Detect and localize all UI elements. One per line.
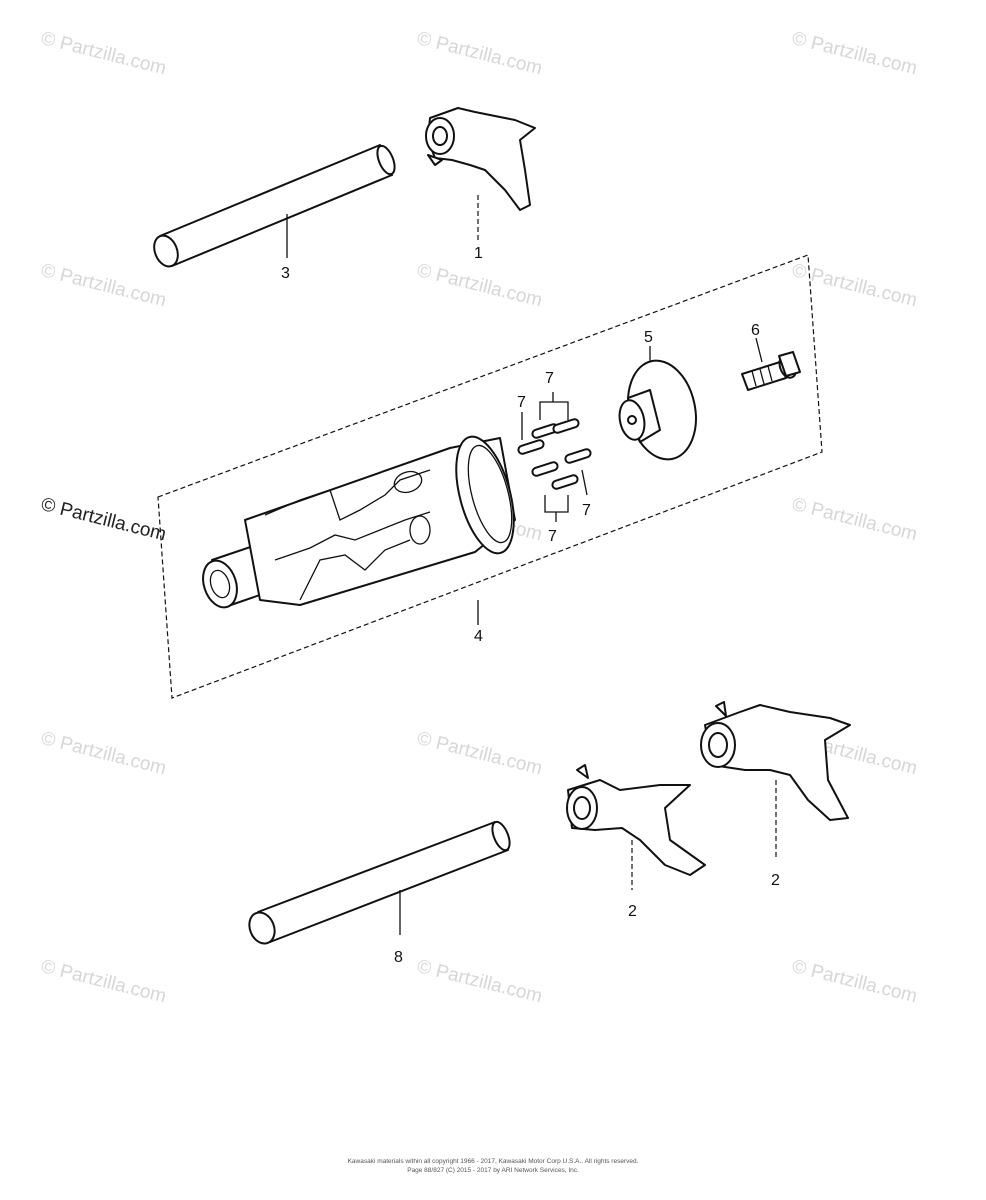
copyright-line-2: Page 88/827 (C) 2015 - 2017 by ARI Netwo… xyxy=(407,1167,579,1174)
shift-rod-top[interactable] xyxy=(150,143,398,269)
callout-4: 4 xyxy=(474,628,483,645)
callout-7d: 7 xyxy=(548,528,557,545)
callout-7c: 7 xyxy=(582,502,591,519)
callout-5: 5 xyxy=(644,329,653,346)
bracket-7-top xyxy=(539,401,569,420)
bolt[interactable] xyxy=(741,351,801,391)
copyright-line: Kawasaki materials within all copyright … xyxy=(347,1158,639,1165)
leader-line-7c xyxy=(581,469,588,496)
leader-line-6 xyxy=(755,337,763,363)
callout-7a: 7 xyxy=(545,370,554,387)
bracket-7-bottom xyxy=(544,495,569,513)
drum-pins[interactable] xyxy=(517,418,592,490)
callout-7b: 7 xyxy=(517,394,526,411)
shift-fork-top[interactable] xyxy=(425,107,536,211)
callout-8: 8 xyxy=(394,949,403,966)
callout-2a: 2 xyxy=(628,903,637,920)
shift-fork-bottom-left[interactable] xyxy=(566,764,706,876)
callout-3: 3 xyxy=(281,265,290,282)
callout-1: 1 xyxy=(474,245,483,262)
shift-rod-bottom[interactable] xyxy=(245,819,513,947)
shift-drum[interactable] xyxy=(197,431,524,612)
callout-6: 6 xyxy=(751,322,760,339)
drum-cam-plate[interactable] xyxy=(616,354,705,466)
callout-2b: 2 xyxy=(771,872,780,889)
assembly-frame xyxy=(157,254,823,699)
shift-fork-bottom-right[interactable] xyxy=(700,701,851,821)
